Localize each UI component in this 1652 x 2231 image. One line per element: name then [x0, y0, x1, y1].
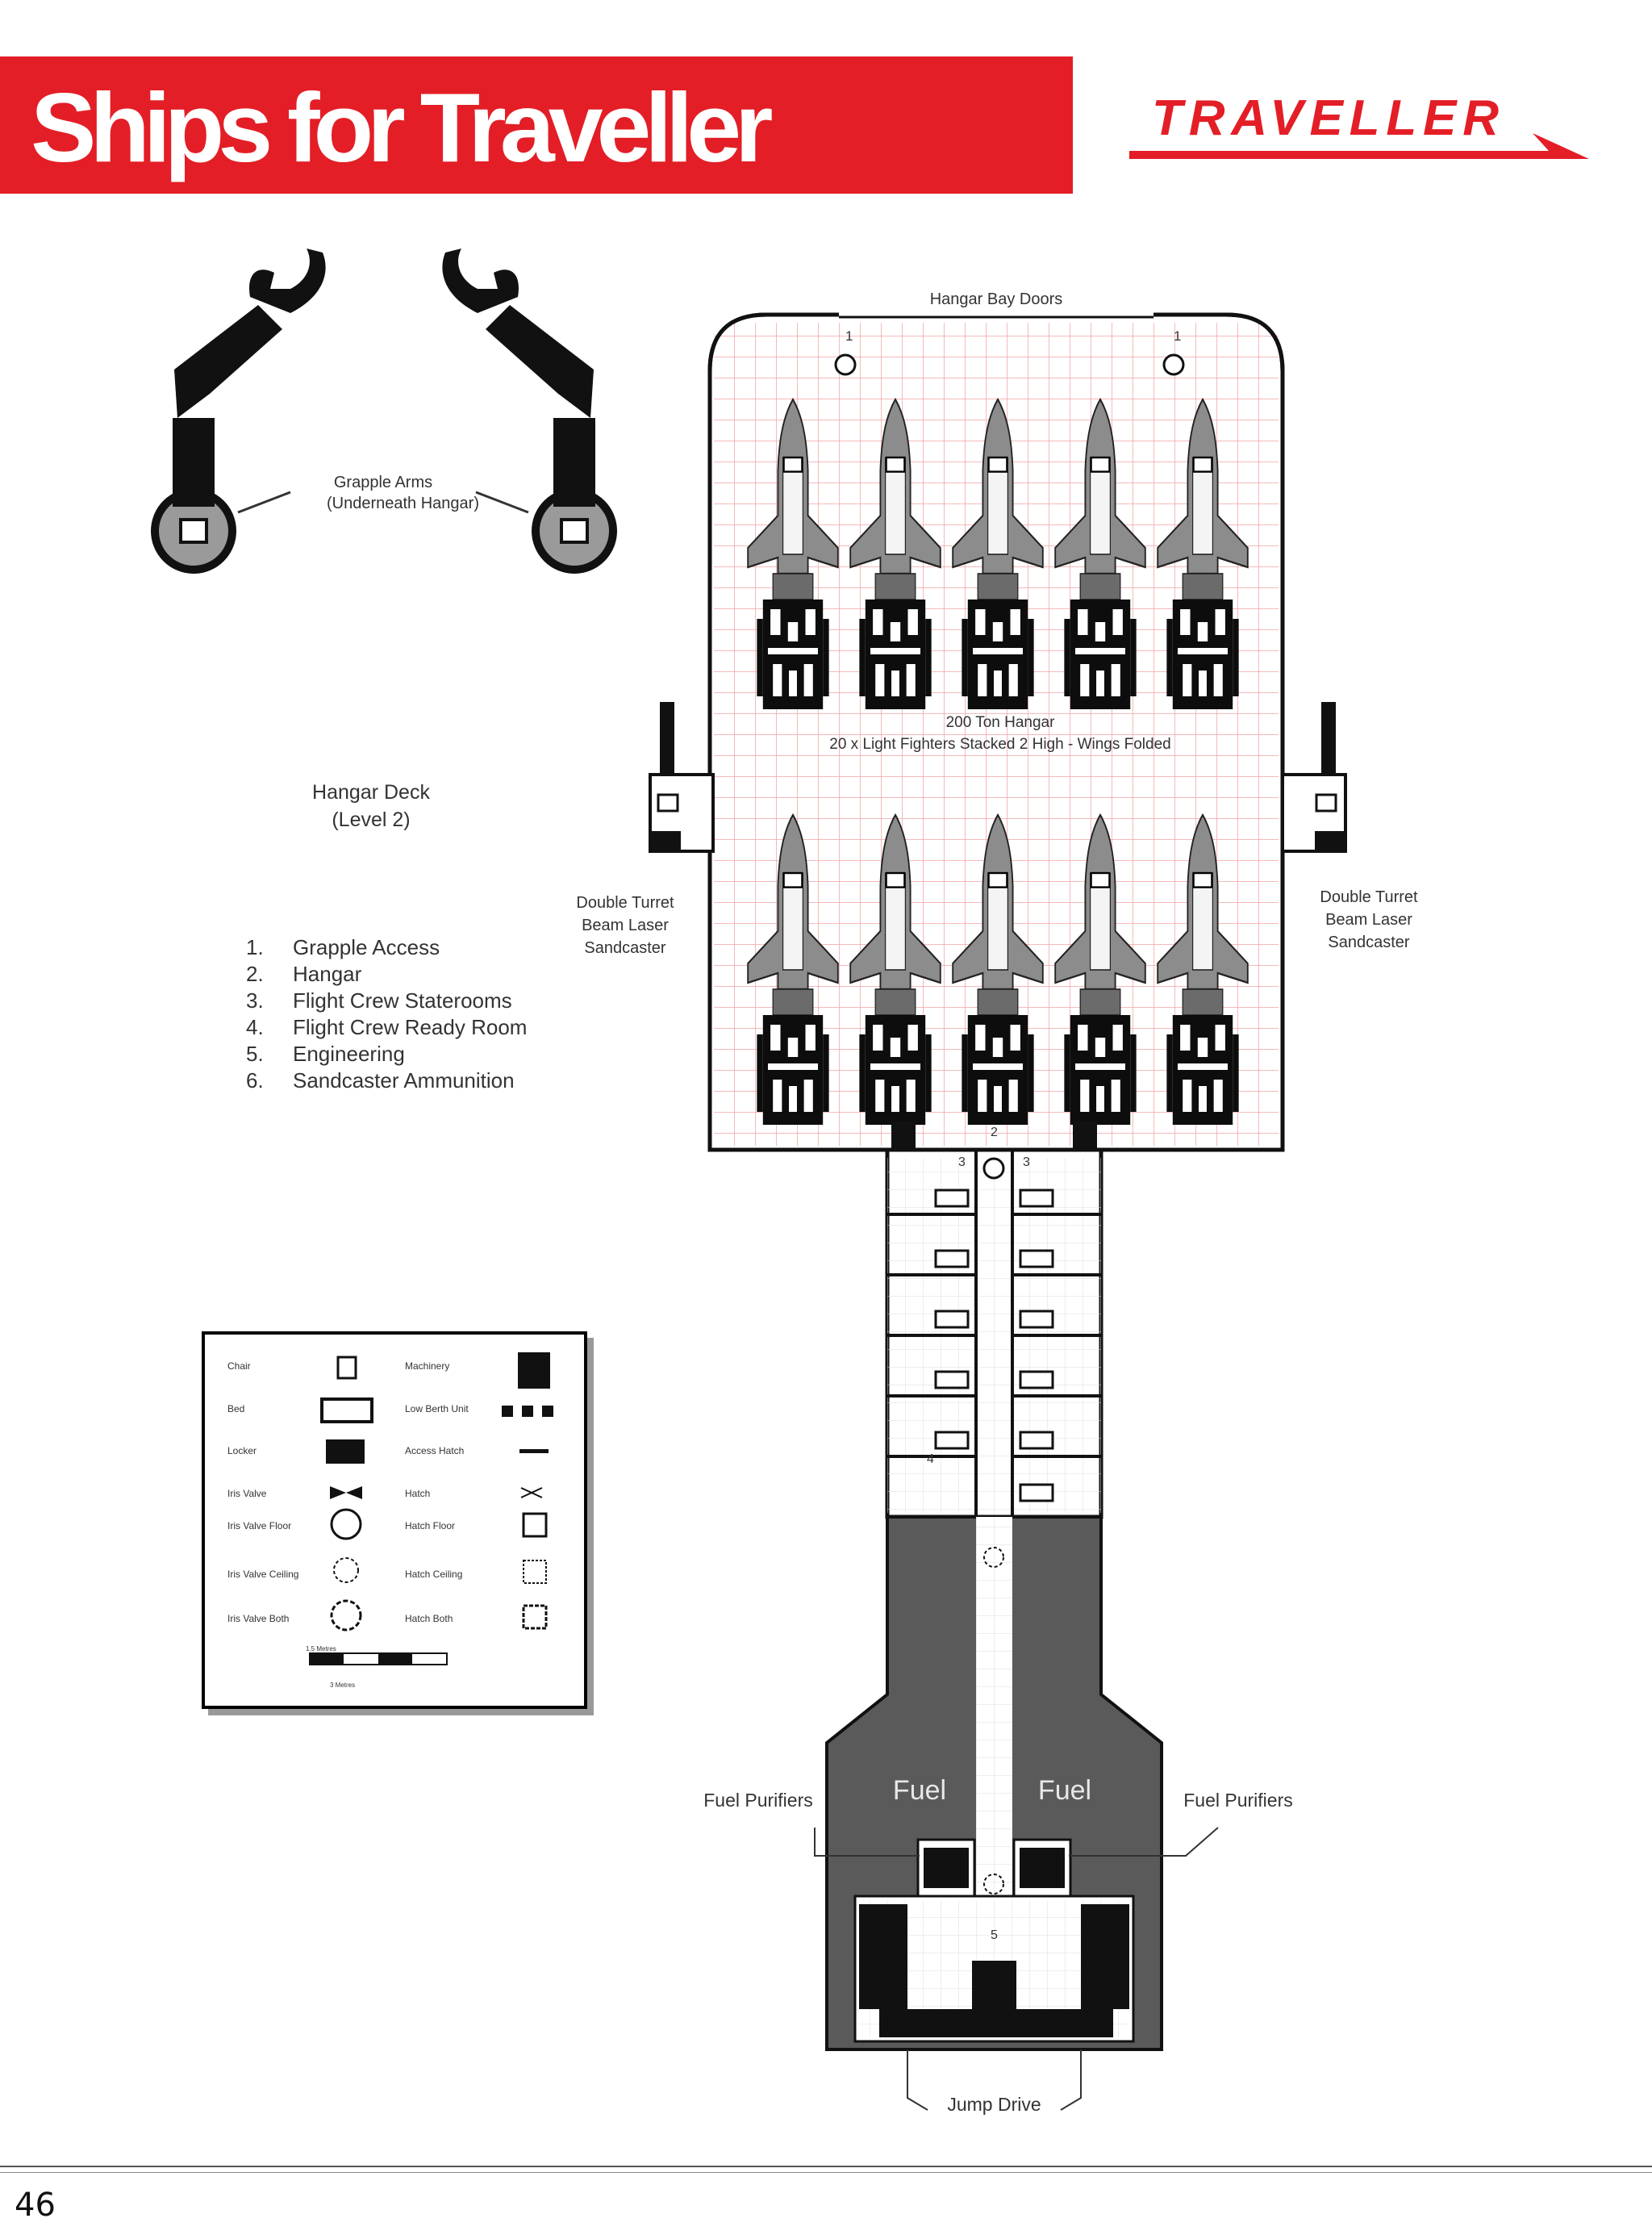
turret-left-line3: Sandcaster	[584, 939, 666, 957]
symbol-key-icons	[309, 1352, 553, 1665]
hangar-label-line2: 20 x Light Fighters Stacked 2 High - Win…	[829, 736, 1171, 753]
turret-left	[649, 702, 715, 853]
ready-room-number: 4	[927, 1452, 934, 1466]
turret-right-line1: Double Turret	[1320, 888, 1418, 906]
hatch-both-icon	[522, 1604, 548, 1630]
room-key-label: Sandcaster Ammunition	[293, 1068, 515, 1093]
machinery-icon	[518, 1352, 550, 1389]
turret-left-line2: Beam Laser	[582, 917, 669, 934]
deck-title-line2: (Level 2)	[332, 808, 411, 831]
grapple-arms-label-line2: (Underneath Hangar)	[327, 495, 479, 512]
symbol-key: Chair Bed Locker Iris Valve Iris Valve F…	[202, 1331, 587, 1709]
hangar-doors-label: Hangar Bay Doors	[929, 290, 1063, 308]
hatch-floor-icon	[522, 1512, 548, 1538]
room-key-num: 3.	[246, 988, 264, 1013]
room-key-item: 1. Grapple Access	[246, 934, 527, 961]
room-key-item: 2. Hangar	[246, 961, 527, 988]
key-iris-ceiling-label: Iris Valve Ceiling	[227, 1569, 299, 1580]
key-iris-both-label: Iris Valve Both	[227, 1613, 290, 1624]
header-banner	[0, 56, 1073, 194]
locker-icon	[326, 1439, 365, 1464]
room-key-item: 4. Flight Crew Ready Room	[246, 1014, 527, 1041]
key-hatch-label: Hatch	[405, 1488, 431, 1499]
turret-label-right: Double Turret Beam Laser Sandcaster	[1300, 886, 1437, 954]
room-key-num: 1.	[246, 935, 264, 959]
access-hatch-icon	[519, 1449, 549, 1453]
stateroom-number: 3	[1023, 1155, 1030, 1169]
key-iris-floor-label: Iris Valve Floor	[227, 1520, 292, 1531]
chair-icon	[336, 1356, 357, 1380]
room-key-num: 4.	[246, 1015, 264, 1039]
ammo-number-left: 6	[664, 831, 672, 845]
turret-right-line2: Beam Laser	[1325, 911, 1412, 929]
room-key-list: 1. Grapple Access 2. Hangar 3. Flight Crew …	[246, 934, 527, 1094]
turret-right-line3: Sandcaster	[1328, 934, 1410, 951]
iris-valve-floor-icon	[330, 1508, 362, 1540]
turret-label-left: Double Turret Beam Laser Sandcaster	[557, 892, 694, 959]
deck-title-line1: Hangar Deck	[312, 781, 430, 804]
scale-bar-icon	[309, 1652, 448, 1665]
key-hatch-both-label: Hatch Both	[405, 1613, 453, 1624]
key-hatch-ceiling-label: Hatch Ceiling	[405, 1569, 463, 1580]
fuel-purifiers-label-right: Fuel Purifiers	[1183, 1790, 1293, 1811]
logo-text: TRAVELLER	[1152, 90, 1499, 146]
iris-valve-icon	[330, 1486, 362, 1499]
low-berth-icon	[502, 1406, 553, 1417]
room-key-label: Flight Crew Ready Room	[293, 1015, 528, 1039]
hangar-number: 2	[991, 1126, 998, 1139]
grapple-arm-right	[442, 249, 613, 570]
room-key-label: Flight Crew Staterooms	[293, 988, 512, 1013]
iris-valve-ceiling-icon	[333, 1557, 359, 1583]
stateroom-number: 3	[958, 1155, 966, 1169]
key-machinery-label: Machinery	[405, 1360, 450, 1372]
footer-rule-thin	[0, 2172, 1652, 2173]
grapple-arms-label-line1: Grapple Arms	[333, 474, 433, 491]
traveller-logo: TRAVELLER	[1129, 90, 1589, 159]
turret-left-line1: Double Turret	[576, 894, 674, 912]
key-scale-top: 1.5 Metres	[306, 1645, 336, 1652]
iris-valve-both-icon	[330, 1599, 362, 1631]
fuel-label-left: Fuel	[892, 1775, 947, 1806]
bed-icon	[320, 1398, 373, 1423]
key-chair-label: Chair	[227, 1360, 251, 1372]
room-key-num: 5.	[246, 1042, 264, 1066]
room-key-num: 6.	[246, 1068, 264, 1093]
page-header-title: Ships for Traveller	[31, 73, 774, 182]
room-key-item: 5. Engineering	[246, 1041, 527, 1067]
key-hatch-floor-label: Hatch Floor	[405, 1520, 456, 1531]
key-scale-bottom: 3 Metres	[330, 1682, 356, 1689]
room-key-label: Engineering	[293, 1042, 405, 1066]
hangar-label-line1: 200 Ton Hangar	[945, 714, 1055, 731]
room-key-label: Grapple Access	[293, 935, 440, 959]
hatch-ceiling-icon	[523, 1560, 547, 1584]
key-iris-valve-label: Iris Valve	[227, 1488, 267, 1499]
key-locker-label: Locker	[227, 1445, 257, 1456]
key-low-berth-label: Low Berth Unit	[405, 1403, 469, 1414]
deck-title: Hangar Deck (Level 2)	[290, 779, 452, 833]
hangar-label: 200 Ton Hangar 20 x Light Fighters Stack…	[799, 712, 1202, 755]
page-number: 46	[15, 2187, 56, 2224]
key-bed-label: Bed	[227, 1403, 245, 1414]
room-key-item: 3. Flight Crew Staterooms	[246, 988, 527, 1014]
jump-drive-label: Jump Drive	[947, 2094, 1041, 2115]
footer-rule	[0, 2166, 1652, 2167]
room-key-num: 2.	[246, 962, 264, 986]
logo-swoosh	[1129, 133, 1589, 159]
turret-right	[1281, 702, 1347, 853]
engineering-number: 5	[991, 1928, 998, 1942]
hatch-icon	[520, 1487, 543, 1498]
room-key-item: 6. Sandcaster Ammunition	[246, 1067, 527, 1094]
key-access-hatch-label: Access Hatch	[405, 1445, 465, 1456]
fuel-purifiers-label-left: Fuel Purifiers	[703, 1790, 813, 1811]
room-key-label: Hangar	[293, 962, 362, 986]
fuel-label-right: Fuel	[1037, 1775, 1092, 1806]
grapple-arm-left	[155, 249, 326, 570]
grapple-arms-label: Grapple Arms (Underneath Hangar)	[327, 472, 479, 514]
ammo-number-right: 6	[1317, 831, 1325, 845]
